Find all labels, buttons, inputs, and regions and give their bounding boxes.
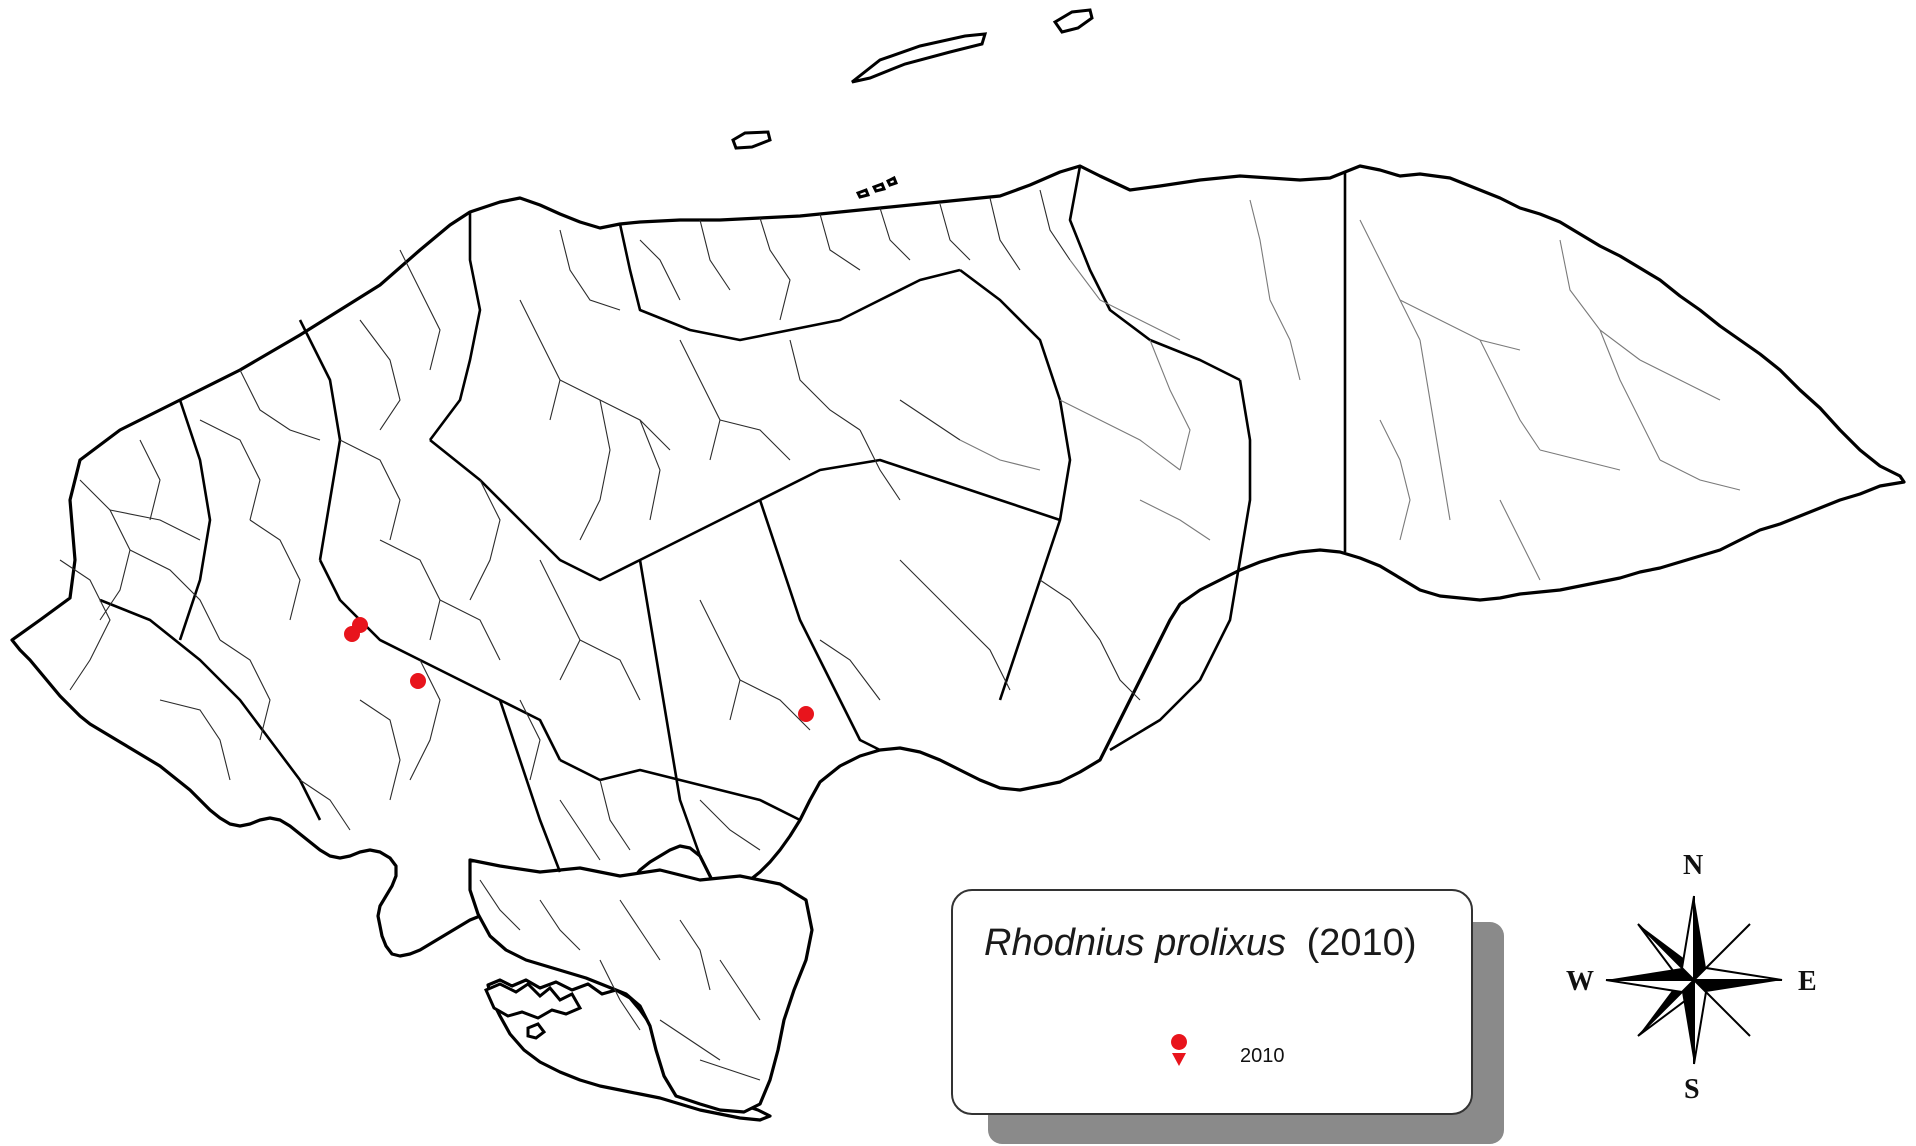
- compass-west-b: [1605, 979, 1697, 994]
- record-point: [798, 706, 814, 722]
- compass-label-s: S: [1684, 1074, 1700, 1105]
- legend-item-label: 2010: [1240, 1045, 1285, 1067]
- compass-south: [1682, 980, 1694, 1064]
- compass-label-n: N: [1683, 850, 1703, 881]
- compass-label-e: E: [1798, 966, 1817, 997]
- country-outline: [10, 164, 1906, 958]
- islet-1: [855, 188, 871, 199]
- compass-west: [1606, 968, 1694, 980]
- island-utila: [731, 130, 772, 150]
- legend-point-tip: [1172, 1053, 1186, 1066]
- legend-box: [951, 889, 1473, 1115]
- compass-rose: N S E W: [1566, 850, 1817, 1105]
- island-guanaja: [1052, 8, 1094, 34]
- legend-title: Rhodnius prolixus (2010): [984, 922, 1416, 964]
- island-roatan: [851, 32, 988, 84]
- record-point: [410, 673, 426, 689]
- compass-north-b: [1680, 895, 1695, 983]
- municipal-boundaries: [59, 189, 1741, 1081]
- island-zacate: [526, 1022, 547, 1040]
- compass-south-b: [1693, 977, 1708, 1065]
- occurrence-points: [344, 617, 814, 722]
- legend-point-symbol: [1171, 1033, 1188, 1050]
- compass-east-b: [1691, 966, 1783, 981]
- islands: [731, 8, 1094, 199]
- compass-north: [1694, 896, 1706, 980]
- legend-year: (2010): [1307, 922, 1417, 964]
- compass-east: [1694, 980, 1782, 992]
- islet-2: [871, 182, 887, 193]
- gulf-islands: [484, 982, 583, 1020]
- record-point: [352, 617, 368, 633]
- compass-label-w: W: [1566, 966, 1594, 997]
- legend-species: Rhodnius prolixus: [984, 922, 1286, 964]
- islet-3: [885, 175, 898, 187]
- legend: Rhodnius prolixus (2010) 2010: [951, 889, 1504, 1144]
